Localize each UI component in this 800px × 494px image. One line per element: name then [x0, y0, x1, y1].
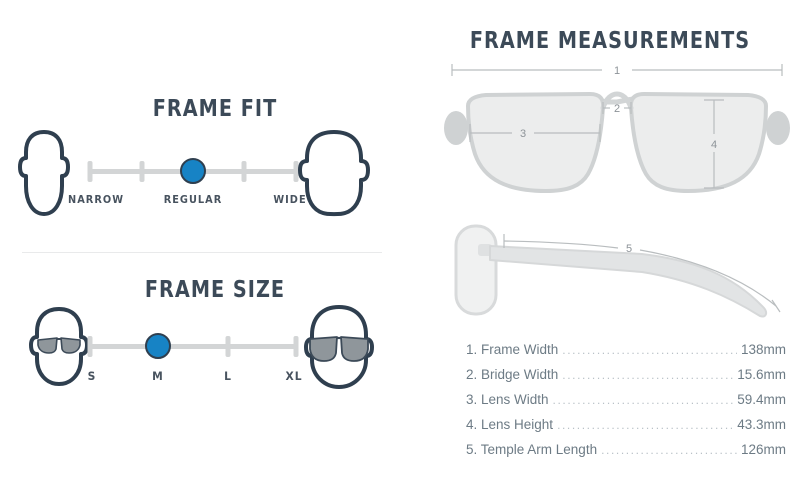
section-divider — [22, 252, 382, 253]
measurement-label: 2. Bridge Width — [466, 367, 559, 382]
callout-1: 1 — [614, 65, 620, 77]
measurement-label: 1. Frame Width — [466, 342, 559, 357]
small-head-sunglasses-icon — [22, 305, 96, 389]
dot-leader: ........................................… — [601, 444, 737, 456]
dot-leader: ........................................… — [562, 369, 733, 381]
fit-label-narrow: NARROW — [68, 194, 125, 206]
measurement-label: 3. Lens Width — [466, 392, 549, 407]
size-label-m: M — [152, 369, 164, 383]
fit-label-wide: WIDE — [272, 194, 307, 206]
measurement-label: 4. Lens Height — [466, 417, 554, 432]
frame-size-knob[interactable] — [144, 333, 171, 359]
fit-tick-4[interactable] — [241, 161, 247, 182]
fit-tick-narrow[interactable] — [87, 161, 93, 182]
list-item: 4. Lens Height .........................… — [466, 417, 786, 442]
frame-size-row: S M L XL — [0, 305, 430, 405]
frame-fit-knob[interactable] — [180, 158, 206, 184]
list-item: 3. Lens Width ..........................… — [466, 392, 786, 417]
size-label-l: L — [223, 369, 232, 383]
measurement-value: 138mm — [740, 342, 786, 357]
list-item: 1. Frame Width .........................… — [466, 342, 786, 367]
callout-4: 4 — [711, 139, 717, 151]
dot-leader: ........................................… — [552, 394, 734, 406]
fit-tick-wide[interactable] — [293, 161, 299, 182]
dimension-line-lens-height — [704, 99, 724, 189]
frame-size-track[interactable] — [87, 331, 299, 361]
frame-measurements-panel: FRAME MEASUREMENTS 1 — [430, 0, 800, 494]
frame-fit-row: NARROW REGULAR WIDE — [0, 128, 430, 228]
sunglasses-side-view-diagram: 5 — [442, 216, 792, 326]
frame-fit-tick-labels: NARROW REGULAR WIDE — [68, 194, 305, 210]
size-label-s: S — [87, 369, 97, 383]
large-head-sunglasses-icon — [298, 303, 380, 391]
frame-fit-heading: FRAME FIT — [152, 96, 278, 122]
dot-leader: ........................................… — [562, 344, 737, 356]
wide-head-icon — [296, 128, 372, 220]
callout-2: 2 — [614, 103, 620, 115]
frame-size-tick-labels: S M L XL — [87, 369, 301, 385]
fit-label-regular: REGULAR — [163, 194, 223, 206]
slider-track-line — [88, 344, 298, 349]
measurement-value: 126mm — [740, 442, 786, 457]
size-label-xl: XL — [285, 369, 303, 383]
measurement-label: 5. Temple Arm Length — [466, 442, 598, 457]
small-sunglasses-lenses — [37, 337, 81, 354]
fit-tick-2[interactable] — [139, 161, 145, 182]
frame-fit-slider[interactable]: NARROW REGULAR WIDE — [68, 156, 305, 206]
size-tick-xl[interactable] — [293, 336, 299, 357]
sunglasses-front-view-diagram: 1 3 — [442, 58, 792, 210]
dimension-line-frame-width — [451, 64, 783, 76]
dimension-line-lens-width — [469, 124, 601, 142]
list-item: 5. Temple Arm Length ...................… — [466, 442, 786, 467]
measurement-value: 43.3mm — [737, 417, 786, 432]
narrow-head-icon — [14, 128, 74, 220]
callout-5: 5 — [626, 243, 632, 255]
large-sunglasses-lenses — [309, 336, 369, 362]
size-tick-s[interactable] — [87, 336, 93, 357]
measurement-value: 59.4mm — [737, 392, 786, 407]
callout-3: 3 — [520, 128, 526, 140]
measurement-value: 15.6mm — [737, 367, 786, 382]
dimension-line-bridge-width — [602, 102, 632, 114]
frame-size-heading: FRAME SIZE — [144, 277, 286, 303]
measurements-list: 1. Frame Width .........................… — [466, 342, 786, 467]
size-tick-l[interactable] — [225, 336, 231, 357]
frame-fit-track[interactable] — [87, 156, 299, 186]
dimension-line-temple-arm — [503, 234, 781, 313]
list-item: 2. Bridge Width ........................… — [466, 367, 786, 392]
fit-and-size-panel: FRAME FIT NARROW — [0, 96, 430, 405]
dot-leader: ........................................… — [557, 419, 733, 431]
frame-measurements-heading: FRAME MEASUREMENTS — [469, 28, 751, 54]
frame-size-slider[interactable]: S M L XL — [87, 331, 301, 383]
